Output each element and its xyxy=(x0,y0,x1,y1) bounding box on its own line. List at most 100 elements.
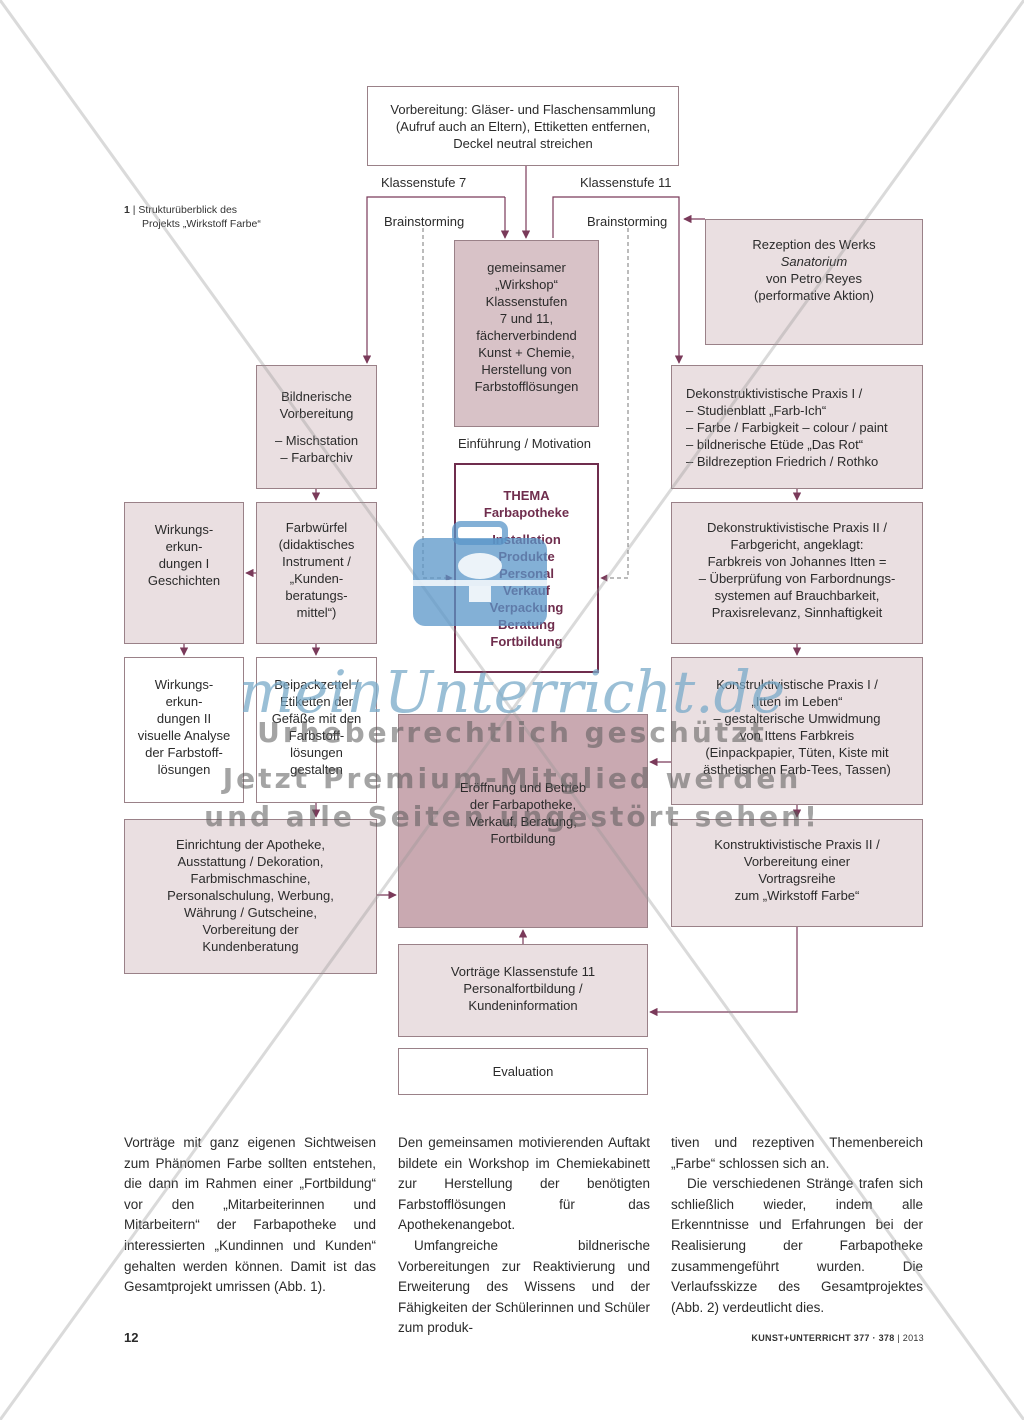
box-line: der Farbapotheke, xyxy=(469,797,577,812)
box-line: „Kunden- xyxy=(289,571,344,586)
box-line: Rezeption des Werks xyxy=(752,237,876,252)
box-line: Verpackung xyxy=(489,600,564,615)
box-line: Währung / Gutscheine, xyxy=(184,905,317,920)
box-line: 7 und 11, xyxy=(499,311,554,326)
box-line: Einrichtung der Apotheke, xyxy=(176,837,325,852)
text-column-3: tiven und rezeptiven Themenbereich „Farb… xyxy=(671,1133,923,1318)
box-line: – Mischstation xyxy=(274,433,359,448)
box-line: erkun- xyxy=(165,694,203,709)
box-line: – Farbarchiv xyxy=(280,450,353,465)
box-dekonstruktivistische-praxis-1: Dekonstruktivistische Praxis I /– Studie… xyxy=(671,365,923,489)
box-line: Verkauf, Beratung, xyxy=(469,814,577,829)
text-column-2: Den gemeinsamen motivierenden Auftakt bi… xyxy=(398,1133,650,1339)
box-line: von Petro Reyes xyxy=(765,271,863,286)
arrow-kons2-vortraege xyxy=(649,927,798,1017)
col3-paragraph-1: tiven und rezeptiven Themenbereich „Farb… xyxy=(671,1135,923,1171)
journal-footer: KUNST+UNTERRICHT 377 · 378 | 2013 xyxy=(751,1333,924,1343)
box-line: Wirkungs- xyxy=(154,522,214,537)
box-line: Vorbereitung xyxy=(279,406,354,421)
box-line: (Aufruf auch an Eltern), Ettiketten entf… xyxy=(395,118,651,134)
box-line: ästhetischen Farb-Tees, Tassen) xyxy=(703,762,891,777)
journal-year: 2013 xyxy=(902,1333,924,1343)
figure-caption: 1 | Strukturüberblick des Projekts „Wirk… xyxy=(124,204,261,230)
box-line: visuelle Analyse xyxy=(137,728,231,743)
box-line: Produkte xyxy=(498,549,555,564)
box-line: Konstruktivistische Praxis I / xyxy=(716,677,878,692)
text-column-1: Vorträge mit ganz eigenen Sichtweisen zu… xyxy=(124,1133,376,1298)
box-line: (didaktisches xyxy=(278,537,355,552)
box-eroeffnung: Eröffnung und Betrieb der Farbapotheke, Ve… xyxy=(398,714,648,928)
box-line: Praxisrelevanz, Sinnhaftigkeit xyxy=(711,605,883,620)
journal-name: KUNST+UNTERRICHT 377 · 378 xyxy=(751,1333,895,1343)
box-line: Vortragsreihe xyxy=(758,871,836,886)
box-line: Deckel neutral streichen xyxy=(453,135,593,151)
box-line: Farbwürfel xyxy=(285,520,348,535)
box-line: Beratung xyxy=(497,617,556,632)
box-line: – Überprüfung von Farbordnungs- xyxy=(698,571,896,586)
box-line: dungen I xyxy=(158,556,210,571)
box-line: Farbstoff- xyxy=(288,728,345,743)
box-konstruktivistische-praxis-1: Konstruktivistische Praxis I / „Itten im … xyxy=(671,657,923,805)
box-line: systemen auf Brauchbarkeit, xyxy=(714,588,880,603)
box-line: Ausstattung / Dekoration, xyxy=(177,854,324,869)
col3-paragraph-2: Die verschiedenen Stränge trafen sich sc… xyxy=(671,1176,923,1315)
label-brainstorming-right: Brainstorming xyxy=(587,214,668,229)
box-dekonstruktivistische-praxis-2: Dekonstruktivistische Praxis II /Farbger… xyxy=(671,502,923,644)
box-line: Vorträge Klassenstufe 11 xyxy=(450,964,596,979)
box-line: Eröffnung und Betrieb xyxy=(459,780,587,795)
box-line: – Studienblatt „Farb-Ich“ xyxy=(686,402,827,418)
box-line: Fortbildung xyxy=(490,634,563,649)
box-line: Verkauf xyxy=(503,583,550,598)
caption-line1: Strukturüberblick des xyxy=(138,204,238,216)
caption-number: 1 xyxy=(124,204,130,216)
box-line: THEMA xyxy=(503,488,550,503)
box-wirkungserkundungen-2: Wirkungs-erkun-dungen II visuelle Analyse… xyxy=(124,657,244,803)
label-klasse11: Klassenstufe 11 xyxy=(580,175,672,190)
box-line: Evaluation xyxy=(492,1064,554,1079)
dashed-brainstorm-right xyxy=(600,228,629,582)
box-line: Instrument / xyxy=(282,554,351,569)
col1-paragraph: Vorträge mit ganz eigenen Sichtweisen zu… xyxy=(124,1135,376,1295)
box-line: Klassenstufen xyxy=(485,294,568,309)
box-line: Personalfortbildung / xyxy=(463,981,583,996)
box-konstruktivistische-praxis-2: Konstruktivistische Praxis II / Vorbereit… xyxy=(671,819,923,927)
box-line: beratungs- xyxy=(285,588,348,603)
box-line: Konstruktivistische Praxis II / xyxy=(714,837,880,852)
box-line: Dekonstruktivistische Praxis I / xyxy=(686,385,863,401)
box-line: Sanatorium xyxy=(780,254,848,269)
page-number: 12 xyxy=(124,1330,139,1345)
box-line: Dekonstruktivistische Praxis II / xyxy=(707,520,887,535)
box-line: – bildnerische Etüde „Das Rot“ xyxy=(686,436,864,452)
box-line: Geschichten xyxy=(147,573,221,588)
box-einrichtung-apotheke: Einrichtung der Apotheke, Ausstattung / D… xyxy=(124,819,377,974)
box-line: Bildnerische xyxy=(281,389,352,404)
box-line: dungen II xyxy=(156,711,212,726)
label-einfuehrung: Einführung / Motivation xyxy=(458,436,591,451)
box-line: der Farbstoff- xyxy=(145,745,223,760)
box-vortraege: Vorträge Klassenstufe 11 Personalfortbild… xyxy=(398,944,648,1037)
box-line: Herstellung von xyxy=(481,362,572,377)
label-klasse7: Klassenstufe 7 xyxy=(381,175,467,190)
box-line: gestalten xyxy=(290,762,343,777)
box-line: zum „Wirkstoff Farbe“ xyxy=(734,888,860,903)
box-line: „Itten im Leben“ xyxy=(751,694,843,709)
box-line: Vorbereitung: Gläser- und Flaschensammlu… xyxy=(390,101,656,117)
box-line: – Bildrezeption Friedrich / Rothko xyxy=(686,453,879,469)
box-line: Installation xyxy=(492,532,561,547)
box-line: Gefäße mit den xyxy=(271,711,362,726)
box-line: gemeinsamer xyxy=(487,260,566,275)
box-line: von Ittens Farbkreis xyxy=(739,728,855,743)
box-line: Wirkungs- xyxy=(154,677,214,692)
box-line: Kundeninformation xyxy=(468,998,578,1013)
box-line: Vorbereitung der xyxy=(202,922,299,937)
box-line: (Einpackpapier, Tüten, Kiste mit xyxy=(705,745,889,760)
box-line: Beipackzettel / xyxy=(274,677,359,692)
box-line: Vorbereitung einer xyxy=(743,854,851,869)
